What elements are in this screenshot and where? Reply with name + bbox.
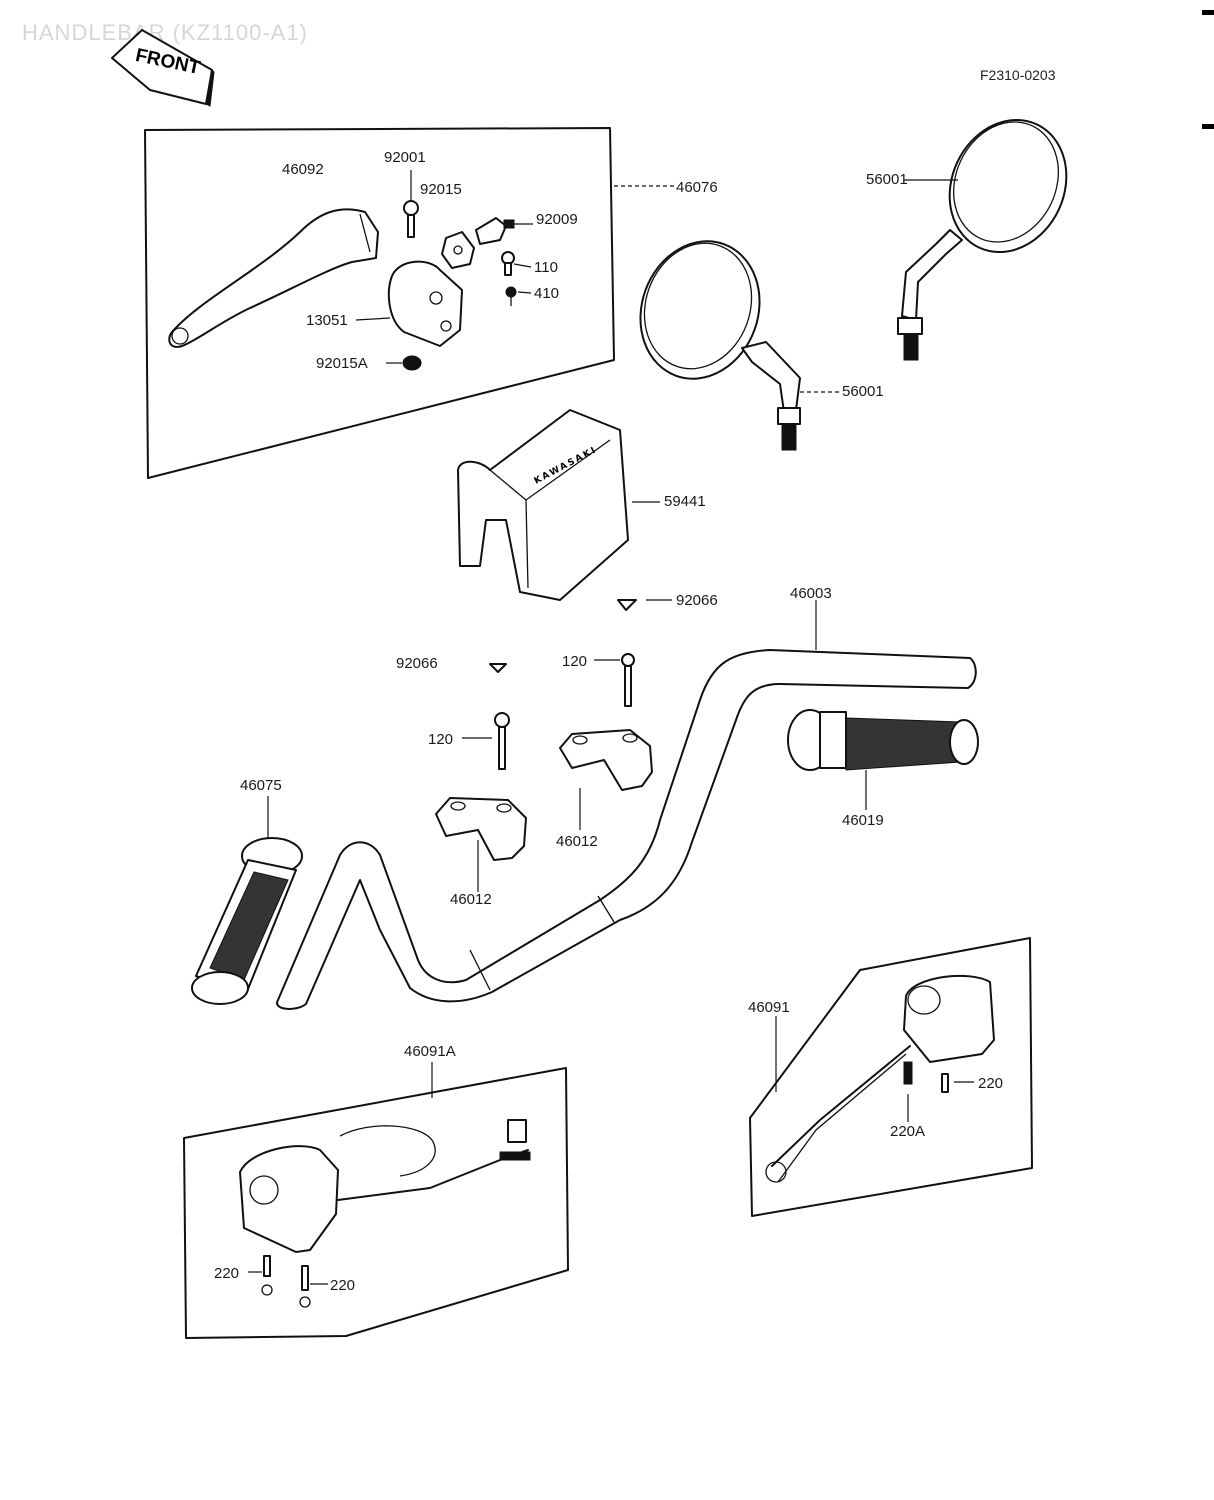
left-mirror	[639, 240, 840, 451]
callout-110: 110	[534, 259, 558, 276]
clamp-bolts	[462, 599, 672, 770]
brake-lever	[168, 208, 379, 348]
page-edge-mark	[1202, 124, 1214, 129]
callout-46003: 46003	[790, 585, 832, 602]
callout-46092: 46092	[282, 161, 324, 178]
callout-92009: 92009	[536, 211, 578, 228]
callout-56001-left: 56001	[842, 383, 884, 400]
callout-410: 410	[534, 285, 559, 302]
callout-46012-left: 46012	[450, 891, 492, 908]
callout-46091a: 46091A	[404, 1043, 456, 1060]
callout-92015: 92015	[420, 181, 462, 198]
handlebar-clamps	[435, 729, 653, 892]
figure-reference: F2310-0203	[980, 67, 1056, 83]
right-grip	[787, 709, 979, 810]
callout-92066-mid: 92066	[396, 655, 438, 672]
callout-220-a: 220	[214, 1265, 239, 1282]
handlebar-pad: KAWASAKI	[457, 409, 660, 601]
callout-46091: 46091	[748, 999, 790, 1016]
left-grip	[191, 796, 303, 1005]
diagram-title: HANDLEBAR (KZ1100-A1)	[22, 20, 308, 45]
lever-holder	[387, 260, 463, 347]
callout-46076: 46076	[676, 179, 718, 196]
callout-120-top: 120	[562, 653, 587, 670]
callout-13051: 13051	[306, 312, 348, 329]
callout-46019: 46019	[842, 812, 884, 829]
front-direction-badge: FRONT	[111, 29, 215, 107]
callout-92001: 92001	[384, 149, 426, 166]
callout-46012-right: 46012	[556, 833, 598, 850]
callout-220-b: 220	[330, 1277, 355, 1294]
left-switch-panel	[183, 1062, 569, 1339]
right-mirror	[897, 118, 1068, 361]
callout-92015a: 92015A	[316, 355, 368, 372]
lever-assembly-panel	[144, 127, 674, 479]
callout-220-right: 220	[978, 1075, 1003, 1092]
callout-220a: 220A	[890, 1123, 925, 1140]
page-edge-mark	[1202, 10, 1214, 15]
callout-labels: 46092 92001 92015 46076 92009 110 410 13…	[214, 149, 1003, 1294]
callout-92066-top: 92066	[676, 592, 718, 609]
callout-56001-right: 56001	[866, 171, 908, 188]
callout-46075: 46075	[240, 777, 282, 794]
callout-120-mid: 120	[428, 731, 453, 748]
handlebar	[276, 600, 977, 1010]
callout-59441: 59441	[664, 493, 706, 510]
right-switch-panel	[749, 937, 1033, 1217]
